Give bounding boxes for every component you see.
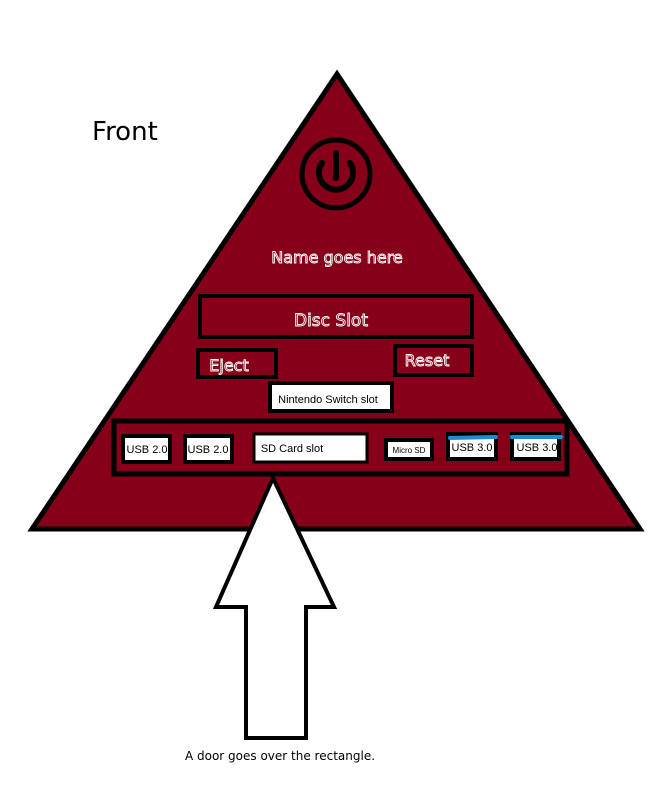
micro-sd-slot (384, 438, 434, 461)
switch-slot-label: Nintendo Switch slot (278, 394, 378, 406)
sd-card-slot (252, 432, 369, 464)
usb3-marker-1 (448, 435, 498, 440)
usb2-port-2 (183, 434, 234, 464)
sd-card-slot-label: SD Card slot (261, 443, 323, 455)
diagram-title: Front (92, 117, 158, 147)
eject-button (196, 348, 278, 379)
usb2-port-2-label: USB 2.0 (188, 444, 229, 456)
eject-button-label: Eject (209, 356, 248, 375)
power-icon (299, 137, 373, 211)
console-name-label: Name goes here (271, 248, 403, 267)
usb2-port-1 (121, 434, 172, 464)
usb2-port-1-label: USB 2.0 (127, 444, 168, 456)
reset-button (393, 344, 474, 377)
micro-sd-slot-label: Micro SD (393, 446, 426, 455)
disc-slot (198, 294, 474, 339)
usb3-port-1-label: USB 3.0 (452, 442, 493, 454)
reset-button-label: Reset (405, 351, 450, 370)
disc-slot-label: Disc Slot (294, 311, 368, 331)
switch-slot (268, 381, 394, 413)
door-caption: A door goes over the rectangle. (185, 749, 375, 763)
arrow-up-icon (212, 473, 338, 740)
usb3-port-2-label: USB 3.0 (517, 442, 558, 454)
